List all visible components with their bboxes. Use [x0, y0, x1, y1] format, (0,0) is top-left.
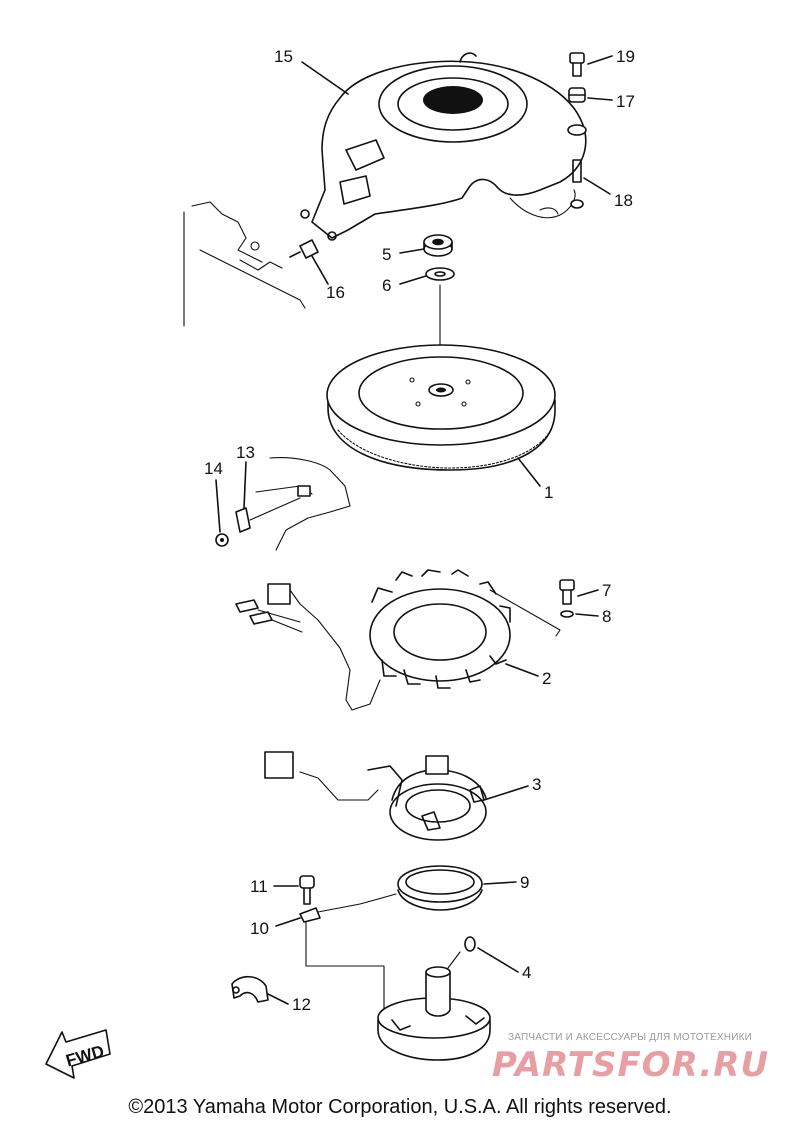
- flywheel-drawing: [326, 344, 556, 471]
- leader-3: [483, 785, 529, 801]
- part-label-13: 13: [236, 443, 255, 462]
- bracket-screw-drawing: [289, 239, 319, 259]
- leader-13: [243, 461, 247, 509]
- part-label-11: 11: [250, 877, 268, 896]
- part-label-15: 15: [274, 47, 293, 66]
- watermark-tagline: ЗАПЧАСТИ И АКСЕССУАРЫ ДЛЯ МОТОТЕХНИКИ: [508, 1032, 753, 1043]
- key-pin-drawing: [447, 936, 476, 969]
- part-label-2: 2: [542, 669, 551, 688]
- part-label-19: 19: [616, 47, 635, 66]
- part-label-10: 10: [250, 919, 269, 938]
- leader-18: [583, 177, 611, 195]
- engine-bracket-drawing: [183, 201, 306, 327]
- part-label-3: 3: [532, 775, 541, 794]
- leader-6: [399, 275, 427, 285]
- watermark-logo: PARTSFOR.RU: [492, 1045, 770, 1085]
- pulser-coil-drawing: [264, 751, 487, 841]
- leader-4: [477, 947, 519, 973]
- retainer-ring-drawing: [397, 865, 483, 911]
- fwd-arrow: FWD: [45, 1029, 111, 1079]
- flywheel-cover-drawing: [300, 52, 587, 241]
- part-label-12: 12: [292, 995, 311, 1014]
- clamp-screw-drawing: [299, 875, 397, 1021]
- leader-10: [275, 917, 301, 927]
- part-label-4: 4: [522, 963, 531, 982]
- stator-coil-drawing: [235, 569, 511, 711]
- part-label-8: 8: [602, 607, 611, 626]
- part-label-14: 14: [204, 459, 223, 478]
- leader-17: [587, 97, 613, 101]
- crankcase-base-drawing: [377, 966, 491, 1061]
- flywheel-washer-drawing: [425, 267, 455, 281]
- leader-lines: [215, 55, 613, 1005]
- part-label-7: 7: [602, 581, 611, 600]
- flywheel-nut-drawing: [423, 234, 453, 257]
- sensor-detail-drawing: [215, 457, 351, 551]
- leader-15: [301, 61, 349, 95]
- stator-bolt-drawing: [489, 579, 575, 637]
- leader-1: [517, 457, 541, 487]
- part-number-labels: 15 19 17 18 5 6 16 1 13 14 7 8 2 3 9 11 …: [204, 47, 635, 1014]
- part-label-6: 6: [382, 276, 391, 295]
- copyright-notice: ©2013 Yamaha Motor Corporation, U.S.A. A…: [128, 1096, 672, 1118]
- part-label-18: 18: [614, 191, 633, 210]
- leader-7: [577, 589, 599, 597]
- leader-14: [215, 479, 221, 533]
- part-label-17: 17: [616, 92, 635, 111]
- part-label-1: 1: [544, 483, 553, 502]
- leader-2: [505, 663, 539, 677]
- part-label-16: 16: [326, 283, 345, 302]
- leader-8: [575, 613, 599, 617]
- leader-19: [587, 55, 613, 65]
- cord-clamp-drawing: [231, 975, 269, 1003]
- leader-9: [483, 881, 517, 885]
- leader-16: [311, 255, 329, 285]
- leader-5: [399, 248, 425, 254]
- cover-fasteners-drawing: [567, 52, 587, 209]
- part-label-9: 9: [520, 873, 529, 892]
- part-label-5: 5: [382, 245, 391, 264]
- leader-12: [267, 993, 289, 1005]
